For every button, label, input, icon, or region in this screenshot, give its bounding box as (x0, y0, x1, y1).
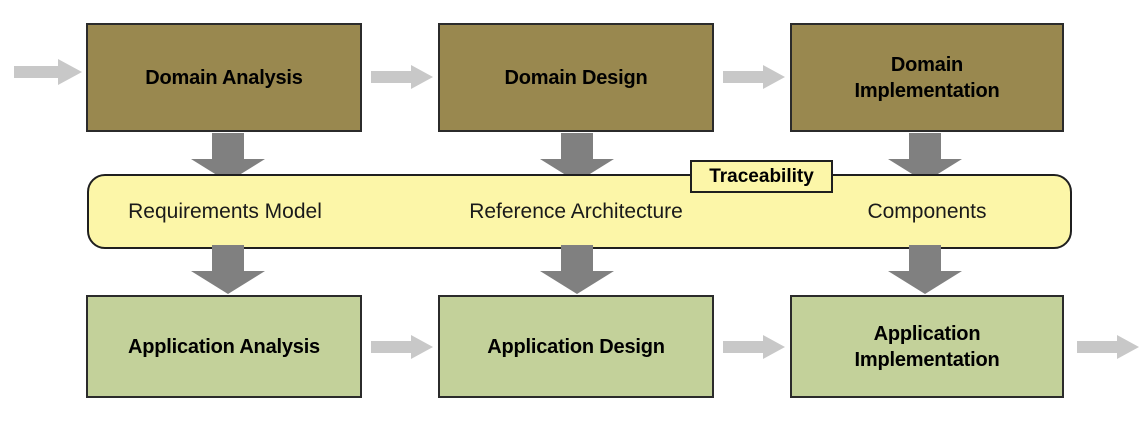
asset-band (87, 174, 1072, 249)
process-box-label-line-1: Application (873, 322, 981, 345)
traceability-label: Traceability (709, 165, 814, 187)
entry-flow-arrow-icon (14, 59, 82, 85)
process-box-label: Domain Design (504, 66, 648, 89)
derive-arrow-components-to-application-implementation-icon (888, 245, 962, 294)
asset-label-components: Components (867, 200, 987, 223)
flow-arrow-domain-design-to-implementation-icon (723, 65, 785, 89)
flow-arrow-application-analysis-to-design-icon (371, 335, 433, 359)
process-box-domain-implementation[interactable]: Domain Implementation (790, 23, 1064, 132)
asset-label-reference-architecture: Reference Architecture (469, 200, 683, 223)
process-box-label: Application Analysis (128, 335, 320, 358)
process-box-label-line-1: Domain (890, 53, 964, 76)
process-box-application-design[interactable]: Application Design (438, 295, 714, 398)
exit-flow-arrow-icon (1077, 335, 1139, 359)
process-box-label: Domain Analysis (145, 66, 303, 89)
process-box-label-line-2: Implementation (854, 79, 1000, 102)
flow-arrow-application-design-to-implementation-icon (723, 335, 785, 359)
process-box-domain-analysis[interactable]: Domain Analysis (86, 23, 362, 132)
derive-arrow-reference-architecture-to-application-design-icon (540, 245, 614, 294)
process-box-application-analysis[interactable]: Application Analysis (86, 295, 362, 398)
process-box-label-line-2: Implementation (854, 348, 1000, 371)
process-box-domain-design[interactable]: Domain Design (438, 23, 714, 132)
flow-arrow-domain-analysis-to-design-icon (371, 65, 433, 89)
process-box-label: Application Implementation (855, 321, 1000, 373)
traceability-callout[interactable]: Traceability (690, 160, 833, 193)
derive-arrow-domain-analysis-to-requirements-model-icon (191, 133, 265, 182)
asset-label-requirements-model: Requirements Model (128, 200, 322, 223)
process-box-label: Application Design (487, 335, 665, 358)
derive-arrow-requirements-model-to-application-analysis-icon (191, 245, 265, 294)
process-box-label: Domain Implementation (855, 52, 1000, 104)
derive-arrow-domain-design-to-reference-architecture-icon (540, 133, 614, 182)
process-box-application-implementation[interactable]: Application Implementation (790, 295, 1064, 398)
derive-arrow-domain-implementation-to-components-icon (888, 133, 962, 182)
